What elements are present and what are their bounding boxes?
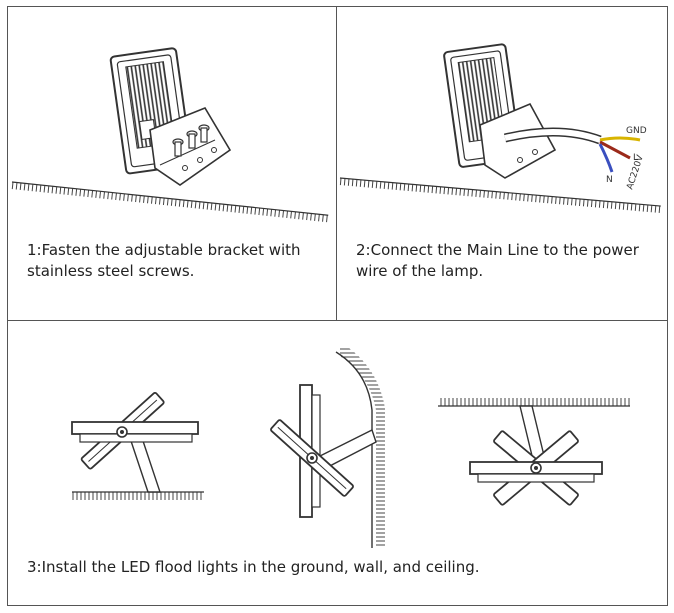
step-1-caption: 1:Fasten the adjustable bracket with sta… [27,241,301,280]
gnd-label: GND [626,126,647,136]
ceiling-mount [438,398,630,506]
panel-3-illustration [71,346,630,548]
ground-mount [71,392,204,500]
gnd-wire [599,136,641,142]
l-label: L [633,153,638,163]
n-wire [598,143,614,173]
n-label: N [606,175,613,185]
panel-divider-vertical [336,6,337,321]
panel-1-illustration [11,47,329,223]
panel-divider-horizontal [7,320,668,321]
wall-mount [270,346,385,548]
step-3-caption: 3:Install the LED flood lights in the gr… [27,558,480,576]
diagram-frame [7,6,668,606]
panel-2-illustration: GND L N AC220V [339,43,661,214]
step-2-caption: 2:Connect the Main Line to the power wir… [356,241,639,280]
l-wire [599,140,631,160]
